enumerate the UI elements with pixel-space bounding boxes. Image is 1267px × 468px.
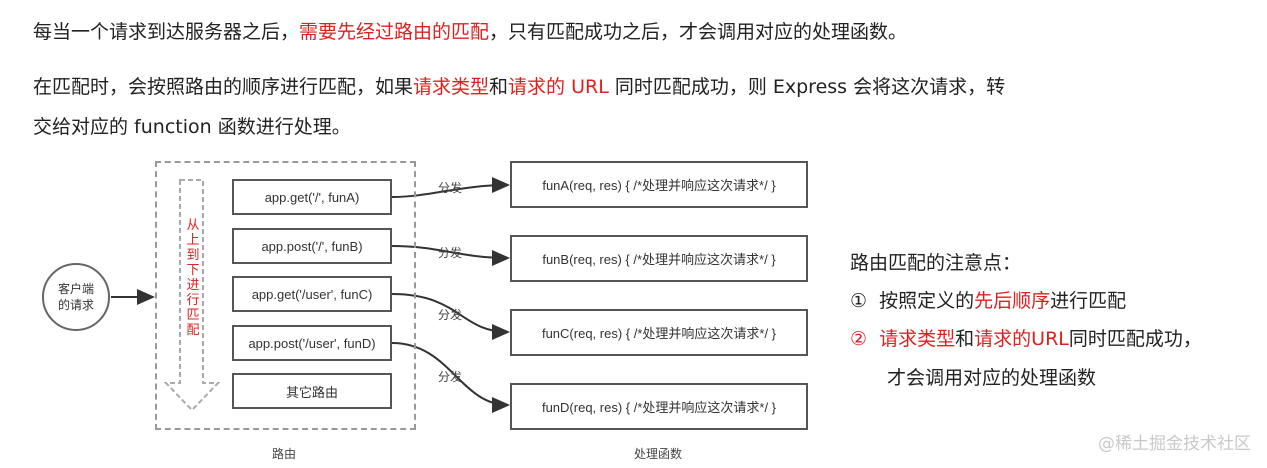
handler-funA: funA(req, res) { /*处理并响应这次请求*/ } [510, 161, 808, 208]
route-get-root: app.get('/', funA) [232, 179, 392, 215]
notes-item-1-text-b: 进行匹配 [1050, 290, 1127, 312]
paragraph-2-line-2: 交给对应的 function 函数进行处理。 [33, 116, 351, 138]
p2-highlight-url: 请求的 URL [508, 76, 609, 98]
notes-item-1: ① 按照定义的先后顺序进行匹配 [850, 290, 1126, 312]
client-label-1: 客户端 [57, 282, 94, 296]
client-request-circle: 客户端 的请求 [42, 263, 110, 331]
paragraph-2-line-1: 在匹配时，会按照路由的顺序进行匹配，如果请求类型和请求的 URL 同时匹配成功，… [33, 76, 1005, 98]
watermark: @稀土掘金技术社区 [1098, 434, 1251, 454]
p2-text-a: 在匹配时，会按照路由的顺序进行匹配，如果 [33, 76, 414, 98]
routes-caption: 路由 [272, 447, 297, 461]
routes-frame [155, 161, 416, 430]
dispatch-label-d: 分发 [438, 370, 463, 384]
order-down-arrow [163, 179, 221, 412]
paragraph-1: 每当一个请求到达服务器之后，需要先经过路由的匹配，只有匹配成功之后，才会调用对应… [33, 21, 907, 43]
p1-text-a: 每当一个请求到达服务器之后， [33, 21, 300, 43]
notes-item-2-highlight-method: 请求类型 [879, 328, 956, 350]
dispatch-arrow-d [391, 342, 510, 413]
p2-text-b: 和 [489, 76, 509, 98]
notes-item-2: ② 请求类型和请求的URL同时匹配成功， [850, 328, 1202, 350]
notes-item-2-text-a: 和 [955, 328, 975, 350]
notes-item-1-num: ① [850, 290, 868, 312]
p2-text-c: 同时匹配成功，则 Express 会将这次请求，转 [608, 76, 1006, 98]
dispatch-arrow-b [391, 245, 510, 266]
handlers-caption: 处理函数 [634, 447, 683, 461]
notes-item-1-highlight: 先后顺序 [974, 290, 1051, 312]
notes-item-2-highlight-url: 请求的URL [974, 328, 1069, 350]
handler-funB: funB(req, res) { /*处理并响应这次请求*/ } [510, 235, 808, 282]
route-post-user: app.post('/user', funD) [232, 325, 392, 361]
dispatch-label-b: 分发 [438, 246, 463, 260]
dispatch-arrow-c [391, 293, 510, 340]
handler-funD: funD(req, res) { /*处理并响应这次请求*/ } [510, 383, 808, 430]
dispatch-label-a: 分发 [438, 181, 463, 195]
route-get-user: app.get('/user', funC) [232, 276, 392, 312]
dispatch-label-c: 分发 [438, 308, 463, 322]
notes-item-2-num: ② [850, 328, 868, 350]
p1-highlight: 需要先经过路由的匹配 [299, 21, 490, 43]
p1-text-b: ，只有匹配成功之后，才会调用对应的处理函数。 [489, 21, 908, 43]
notes-item-2-line-2: 才会调用对应的处理函数 [887, 367, 1097, 389]
handler-funC: funC(req, res) { /*处理并响应这次请求*/ } [510, 309, 808, 356]
notes-item-2-text-b: 同时匹配成功， [1068, 328, 1202, 350]
dispatch-arrow-a [391, 177, 510, 198]
notes-item-1-text-a: 按照定义的 [879, 290, 975, 312]
route-post-root: app.post('/', funB) [232, 228, 392, 264]
notes-title: 路由匹配的注意点： [850, 252, 1022, 274]
route-other: 其它路由 [232, 373, 392, 409]
client-label-2: 的请求 [57, 298, 94, 312]
match-order-text: 从上到下进行匹配 [186, 218, 200, 338]
p2-highlight-method: 请求类型 [413, 76, 490, 98]
